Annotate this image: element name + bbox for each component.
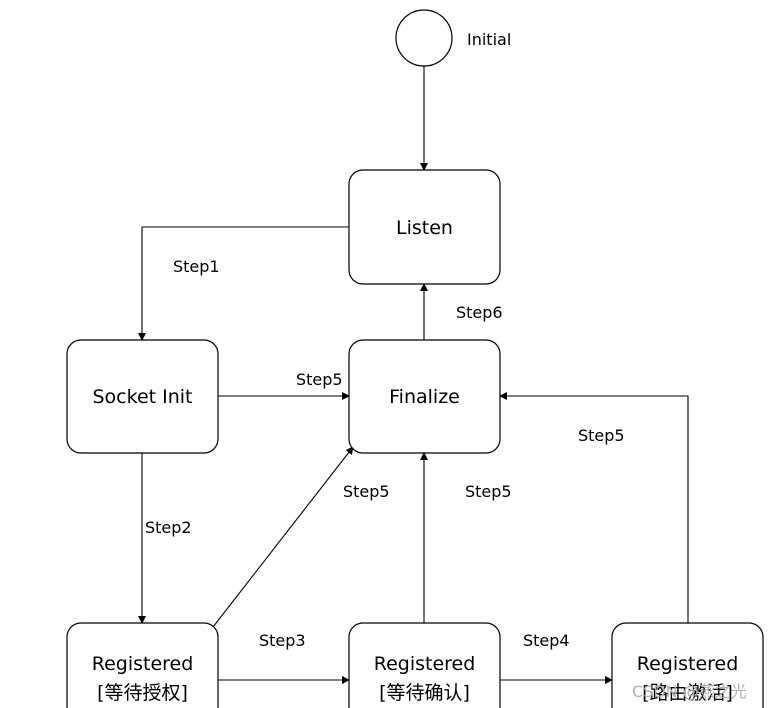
state-registered-auth-line2: [等待授权] [97,682,188,704]
label-step5-route: Step5 [578,426,625,445]
label-step4: Step4 [523,631,570,650]
edge-step1 [138,226,349,341]
label-step1: Step1 [173,257,220,276]
state-listen-label: Listen [396,217,453,239]
label-step3: Step3 [259,631,306,650]
state-socket-init: Socket Init [66,339,219,454]
initial-label: Initial [467,30,511,49]
state-finalize: Finalize [348,339,501,454]
state-finalize-label: Finalize [389,386,460,408]
label-step6: Step6 [456,303,503,322]
label-step5-socket: Step5 [296,370,343,389]
initial-node [395,9,453,67]
state-listen: Listen [348,169,501,285]
state-registered-route-line1: Registered [637,653,739,675]
state-registered-confirm-line2: [等待确认] [379,682,470,704]
label-step5-auth: Step5 [343,482,390,501]
state-registered-auth: Registered [等待授权] [66,622,219,708]
state-registered-route-line2: [路由激活] [642,682,733,704]
state-registered-confirm-line1: Registered [374,653,476,675]
state-registered-route: Registered [路由激活] [611,622,764,708]
edge-step5-auth [212,446,354,628]
state-socket-init-label: Socket Init [92,386,192,408]
label-step2: Step2 [145,518,192,537]
edge-step5-route [499,392,689,623]
watermark: CSDN @燕之光 [632,682,747,701]
state-registered-auth-line1: Registered [92,653,194,675]
label-step5-confirm: Step5 [465,482,512,501]
state-registered-confirm: Registered [等待确认] [348,622,501,708]
